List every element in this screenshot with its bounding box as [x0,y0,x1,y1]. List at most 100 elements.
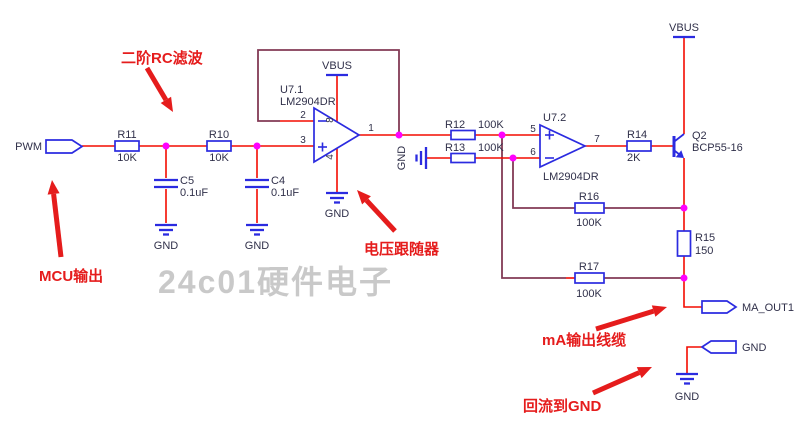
ref-des: C4 [271,175,285,187]
pin-number-3: 3 [300,135,306,146]
gnd-label: GND [245,240,270,252]
pin-number-1: 1 [368,123,374,134]
u7a-feedback-wire [257,49,400,135]
resistor-body [574,202,605,214]
vbus-symbol-u7a: VBUS [322,60,352,77]
port-shape [45,139,84,154]
annotation-arrowhead [636,367,652,379]
value: 100K [478,119,504,131]
pin-number-7: 7 [594,134,600,145]
watermark-text: 24c01硬件电子 [158,264,393,300]
annotation-arrowhead [160,96,173,112]
port-ma-out1: MA_OUT1 [701,300,794,314]
value: 10K [209,152,229,164]
pin-number-2: 2 [300,110,306,121]
port-label: PWM [15,141,42,153]
ref-des: R17 [579,261,599,273]
annotation-arrowhead [651,305,667,317]
opamp-triangle [539,123,588,169]
junction [680,204,688,212]
pin-number-5: 5 [530,124,536,135]
gnd-symbol-output: GND [675,372,700,403]
resistor-body [114,140,140,152]
annotation-ma-cable: mA输出线缆 [542,305,667,349]
ref-des: U7.2 [543,112,566,124]
ref-des: U7.1 [280,84,303,96]
annotation-arrowhead [47,180,60,195]
ref-des: R14 [627,129,647,141]
ref-des: C5 [180,175,194,187]
value: 2K [627,152,641,164]
junction [509,154,517,162]
value: 0.1uF [180,187,208,199]
vbus-label: VBUS [669,22,699,34]
value: 100K [478,142,504,154]
wire-gnd-cable [686,346,702,373]
part-number: LM2904DR [280,96,336,108]
port-gnd-cable: GND [700,340,767,354]
annotation-rc-filter: 二阶RC滤波 [121,49,204,112]
gnd-symbol-c4: GND [245,223,270,252]
resistor-r10: R10 10K [206,129,232,164]
signal-wires [82,38,702,373]
port-shape [700,340,737,354]
ref-des: R10 [209,129,229,141]
opamp-u7b: U7.2 LM2904DR 5 6 7 [530,112,600,183]
ref-des: R12 [445,119,465,131]
annotation-return-gnd: 回流到GND [523,367,652,415]
part-number: BCP55-16 [692,142,743,154]
gnd-symbol-u7a: GND [325,191,350,220]
junction [253,142,261,150]
resistor-r16: R16 100K [574,191,605,229]
part-number: LM2904DR [543,171,599,183]
resistor-body [626,140,652,152]
annotation-arrow [595,308,655,332]
annotation-text: 电压跟随器 [364,240,440,258]
resistor-body [676,230,692,257]
annotation-voltage-follower: 电压跟随器 [357,190,440,258]
gnd-label: GND [675,391,700,403]
port-label: GND [742,342,767,354]
ref-des: R16 [579,191,599,203]
gnd-symbol-r13: GND [396,146,428,171]
collector-lead [674,133,685,142]
value: 150 [695,245,713,257]
junction [162,142,170,150]
annotation-text: 回流到GND [523,397,602,415]
opamp-u7a: U7.1 LM2904DR 2 3 1 8 4 [280,84,374,164]
resistor-body [206,140,232,152]
resistor-r11: R11 10K [114,129,140,164]
net-wires [257,49,684,279]
value: 10K [117,152,137,164]
pin-number-4: 4 [325,154,336,160]
wire-ma-out [683,278,702,308]
resistor-r15: R15 150 [676,230,715,257]
ref-des: R13 [445,142,465,154]
junction [395,131,403,139]
ref-des: R15 [695,232,715,244]
annotation-text: MCU输出 [39,267,103,285]
annotation-arrow [51,193,64,258]
pin-number-6: 6 [530,147,536,158]
vbus-symbol-q2: VBUS [669,22,699,39]
annotation-arrowhead [357,190,371,205]
gnd-symbol-c5: GND [154,223,178,252]
annotation-mcu-output: MCU输出 [39,180,103,285]
pin-number-8: 8 [325,117,336,123]
annotation-text: 二阶RC滤波 [121,49,204,67]
value: 0.1uF [271,187,299,199]
gnd-label: GND [325,208,350,220]
resistor-r12: R12 100K [445,119,504,141]
emitter-arrow [675,150,684,158]
value: 100K [576,288,602,300]
pin6-net-wire [512,158,575,209]
annotation-arrow [364,198,397,233]
junction [680,274,688,282]
vbus-label: VBUS [322,60,352,72]
junction [498,131,506,139]
pin5-net-wire [501,135,566,279]
annotation-arrow [144,66,169,102]
gnd-label: GND [396,146,408,171]
port-pwm: PWM [15,139,84,154]
